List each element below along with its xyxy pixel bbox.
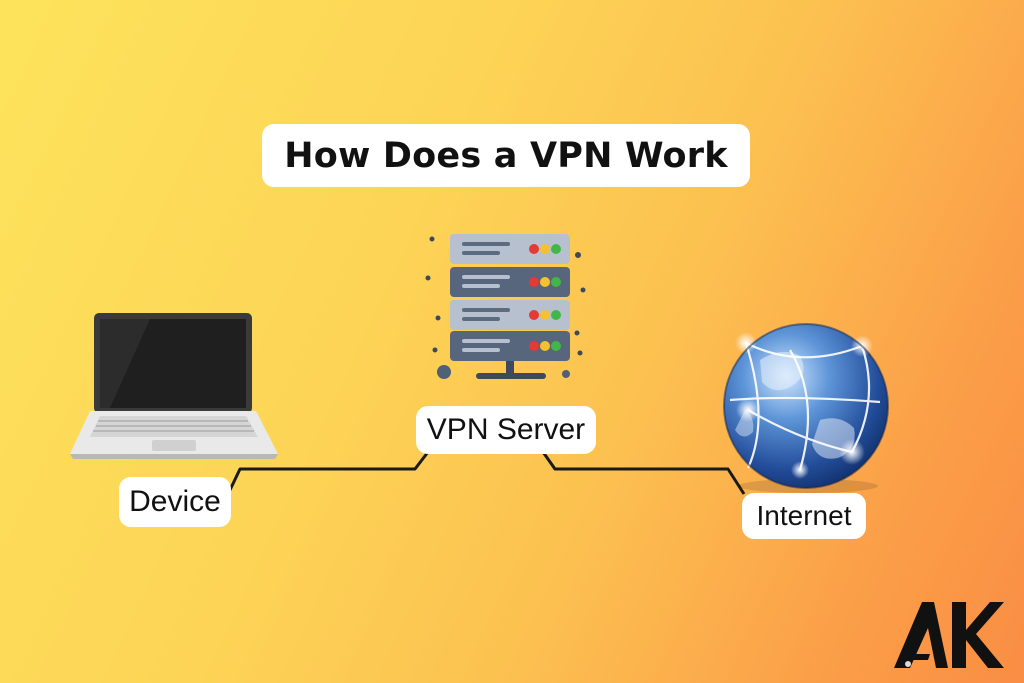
page-title: How Does a VPN Work	[262, 124, 750, 187]
connector-server-internet	[541, 451, 746, 495]
brand-logo	[894, 602, 1004, 668]
internet-label: Internet	[742, 493, 866, 539]
vpn-server-label: VPN Server	[416, 406, 596, 454]
connector-device-server	[228, 451, 430, 491]
device-label: Device	[119, 477, 231, 527]
